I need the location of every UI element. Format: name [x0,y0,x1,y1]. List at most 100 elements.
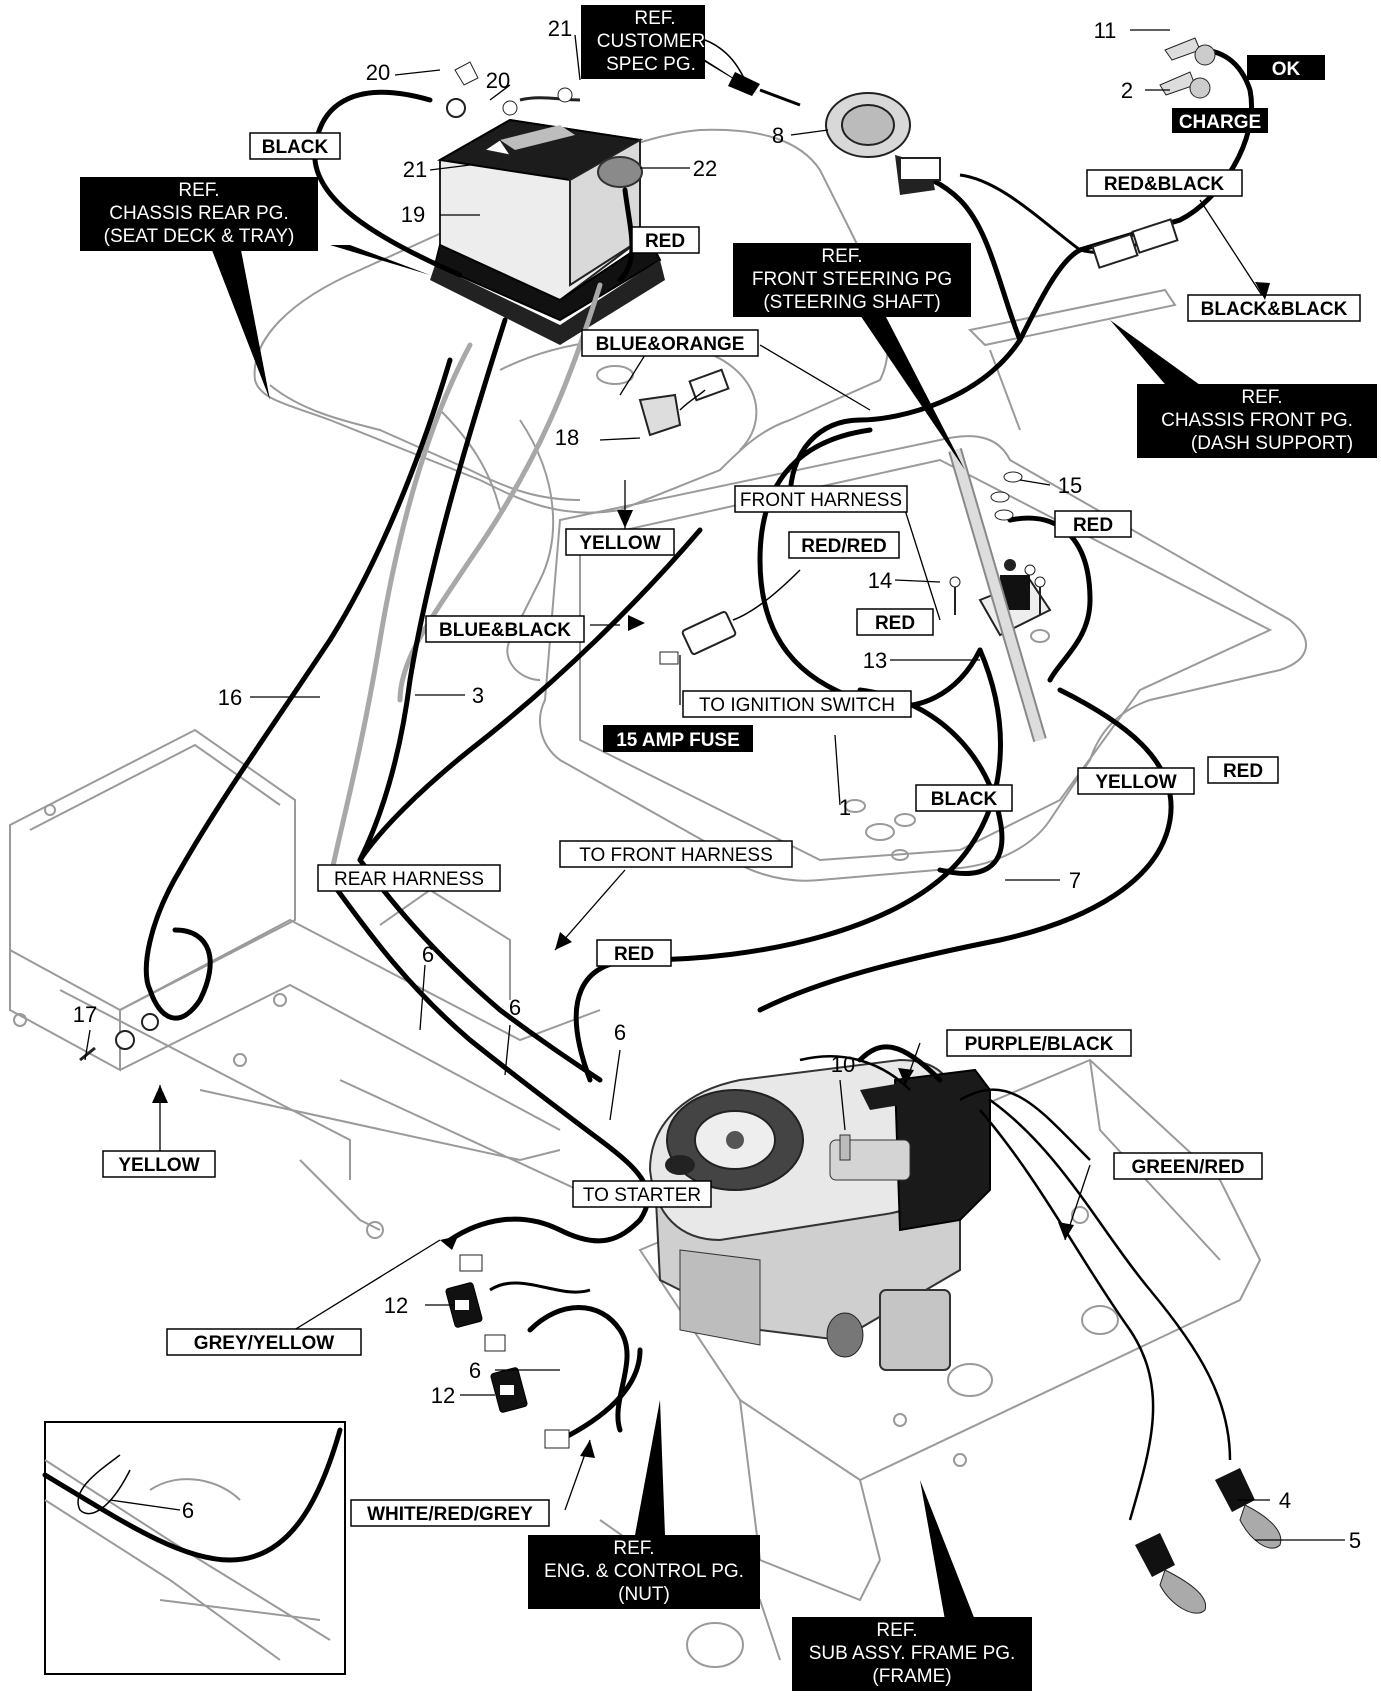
to-ignition-switch-label: TO IGNITION SWITCH [699,695,895,716]
callout-3: 3 [472,683,484,708]
red-right-label-box [1207,756,1279,784]
callout-10: 10 [831,1052,855,1077]
ref-customer-spec-line-2: CUSTOMER [597,31,705,52]
callout-6-b: 6 [509,995,521,1020]
red-red-label-box [788,531,900,559]
yellow-bottom-label-box [102,1150,216,1178]
ref-chassis-rear-line-3: (SEAT DECK & TRAY) [104,226,295,247]
battery-hardware [446,61,581,156]
harness-connector [445,1254,570,1449]
white-red-grey-label-box [350,1499,550,1527]
reference-pointers [210,35,1200,1620]
ref-front-steering-line-2: FRONT STEERING PG [752,269,952,290]
green-red-label-box [1113,1152,1263,1180]
lamp-socket [1135,1468,1282,1614]
callout-16: 16 [218,685,242,710]
callout-11: 11 [1094,18,1117,43]
green-red-label: GREEN/RED [1132,1157,1245,1178]
ref-chassis-front-box [1137,384,1377,458]
callout-17: 17 [73,1002,97,1027]
black-top-label-box [249,132,341,160]
yellow-top-label: YELLOW [579,533,660,554]
red-14-label-box [856,608,934,636]
red-mid-label: RED [614,944,654,965]
ref-sub-assy-line-1: REF. [876,1620,917,1641]
ref-front-steering-box [733,243,971,317]
amp-fuse-label-box [603,725,753,752]
bolt [949,576,1046,615]
callout-6-d: 6 [469,1358,481,1383]
black-mid-label: BLACK [931,789,998,810]
blue-black-label-box [425,615,585,643]
ref-sub-assy-box [792,1617,1032,1691]
grey-yellow-label: GREY/YELLOW [194,1333,334,1354]
ok-label-box [1247,55,1325,80]
ref-eng-control-line-3: (NUT) [618,1584,670,1605]
battery-terminal-cover [597,156,643,188]
ref-front-steering-line-1: REF. [821,246,862,267]
ref-chassis-rear-box [80,177,318,251]
callout-1: 1 [839,795,851,820]
yellow-right-label: YELLOW [1095,772,1176,793]
callout-20-b: 20 [486,68,510,93]
red-black-label-box [1086,169,1243,197]
fuse-holder [659,569,801,665]
ref-customer-spec-line-3: SPEC PG. [606,54,696,75]
blue-black-label: BLUE&BLACK [439,620,571,641]
callout-6-e: 6 [182,1498,194,1523]
red-mid-label-box [596,939,672,967]
black-mid-label-box [915,784,1013,812]
front-harness-connectors [1091,218,1179,269]
callout-6-c: 6 [614,1020,626,1045]
red-battery-label-box [631,226,700,254]
grey-yellow-label-box [166,1328,362,1356]
purple-black-label: PURPLE/BLACK [965,1034,1114,1055]
ref-front-steering-line-3: (STEERING SHAFT) [763,292,940,313]
ok-lamp [1164,37,1216,66]
wire-labels: REF. CUSTOMER SPEC PG. OK CHARGE RED&BLA… [80,5,1377,1691]
blue-orange-label-box [581,329,759,357]
to-starter-label: TO STARTER [583,1185,701,1206]
charge-lamp [1159,71,1211,99]
front-harness-label: FRONT HARNESS [740,490,902,511]
ref-customer-spec-line-1: REF. [634,8,675,29]
red-15-label: RED [1073,515,1113,536]
callout-2: 2 [1121,78,1133,103]
engine [648,1058,991,1371]
ref-chassis-front-line-3: (DASH SUPPORT) [1191,433,1353,454]
callout-numbers: 11 2 8 20 20 21 21 19 22 18 15 14 13 16 … [73,16,1361,1553]
blue-orange-label: BLUE&ORANGE [596,334,745,355]
callout-8: 8 [772,123,784,148]
detail-inset [42,1421,346,1675]
callout-7: 7 [1069,868,1081,893]
red-15-label-box [1054,510,1132,538]
callout-14: 14 [868,568,892,593]
ref-eng-control-line-2: ENG. & CONTROL PG. [544,1561,744,1582]
rear-harness-label-box [317,864,501,892]
red-14-label: RED [875,613,915,634]
seat-switch [638,368,730,437]
callout-19: 19 [401,202,425,227]
to-starter-label-box [572,1180,712,1208]
to-ignition-switch-label-box [682,690,912,718]
callout-21-b: 21 [403,157,427,182]
ref-eng-control-line-1: REF. [613,1538,654,1559]
callout-5: 5 [1349,1528,1361,1553]
yellow-bottom-label: YELLOW [118,1155,199,1176]
battery [430,118,665,345]
callout-21-a: 21 [548,16,572,41]
leader-lines [84,29,1345,1541]
engine-tag [839,1134,851,1161]
to-front-harness-label: TO FRONT HARNESS [579,845,773,866]
rear-harness-label: REAR HARNESS [334,869,484,890]
ref-sub-assy-line-2: SUB ASSY. FRAME PG. [809,1643,1016,1664]
ignition-key [704,39,801,107]
red-red-label: RED/RED [801,536,887,557]
white-red-grey-label: WHITE/RED/GREY [367,1504,533,1525]
callout-4: 4 [1279,1488,1291,1513]
ref-chassis-front-line-1: REF. [1241,387,1282,408]
ref-sub-assy-line-3: (FRAME) [872,1666,951,1687]
ignition-switch [825,92,941,195]
